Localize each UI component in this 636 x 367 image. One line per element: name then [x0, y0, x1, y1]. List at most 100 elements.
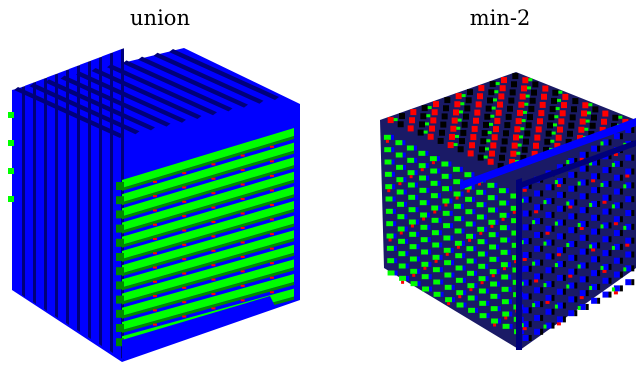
- lattice-gap-left: [416, 231, 420, 237]
- lattice-block-top: [592, 106, 599, 113]
- lattice-block-top: [489, 81, 496, 88]
- lattice-block-left: [409, 231, 417, 237]
- lattice-gap-left: [451, 272, 455, 278]
- lattice-block-left: [418, 150, 426, 156]
- lattice-block-right: [522, 224, 529, 231]
- lattice-gap-right: [619, 216, 623, 223]
- lattice-block-right: [545, 184, 552, 191]
- lattice-block-right: [579, 193, 586, 200]
- lattice-gap-right: [562, 247, 566, 254]
- lattice-stub-top: [486, 139, 491, 143]
- lattice-stub-right: [520, 240, 524, 245]
- lattice-stub-top: [585, 119, 590, 123]
- lattice-block-right: [545, 211, 552, 218]
- lattice-stub-top: [456, 126, 461, 130]
- lattice-block-left: [421, 249, 429, 255]
- lattice-block-top: [419, 121, 425, 128]
- lattice-block-left: [487, 195, 495, 201]
- lattice-dot-right: [545, 300, 550, 304]
- lattice-block-right: [556, 233, 563, 240]
- lattice-block-right: [534, 204, 541, 211]
- lattice-stub-top: [618, 115, 623, 119]
- lattice-gap-left: [473, 258, 477, 264]
- lattice-block-top: [551, 97, 557, 104]
- lattice-block-top: [410, 109, 417, 116]
- lattice-block-right: [522, 196, 529, 203]
- lattice-block-left: [501, 299, 509, 305]
- lattice-block-right: [625, 154, 632, 161]
- lattice-stub-right: [566, 160, 570, 165]
- lattice-block-top: [578, 126, 585, 133]
- lattice-block-top: [533, 142, 539, 149]
- lattice-block-top: [528, 105, 535, 112]
- lattice-gap-right: [551, 322, 555, 329]
- lattice-gap-left: [414, 170, 418, 176]
- lattice-gap-left: [494, 182, 498, 188]
- lattice-gap-right: [551, 308, 555, 315]
- lattice-gap-left: [508, 274, 512, 280]
- lattice-gap-left: [392, 196, 396, 202]
- lattice-gap-right: [585, 207, 589, 214]
- lattice-block-top: [589, 122, 596, 129]
- lattice-block-left: [387, 270, 395, 276]
- green-bar: [122, 157, 294, 217]
- lattice-gap-right: [585, 303, 589, 310]
- lattice-block-left: [511, 230, 519, 236]
- lattice-block-top: [501, 138, 508, 145]
- lattice-block-right: [534, 287, 541, 294]
- lattice-gap-left: [425, 150, 429, 156]
- lattice-dot-right: [625, 174, 630, 178]
- lattice-block-left: [397, 214, 405, 220]
- lattice-gap-left: [403, 164, 407, 170]
- lattice-block-top: [521, 146, 528, 153]
- red-dash: [152, 323, 157, 326]
- lattice-gap-right: [597, 297, 601, 304]
- lattice-block-right: [568, 227, 575, 234]
- red-dash: [182, 243, 187, 246]
- lattice-gap-right: [608, 263, 612, 270]
- lattice-block-left: [430, 193, 438, 199]
- lattice-block-right: [613, 202, 620, 209]
- lattice-gap-right: [540, 190, 544, 197]
- lattice-block-top: [407, 125, 414, 132]
- lattice-block-left: [421, 261, 429, 267]
- lattice-block-right: [613, 174, 620, 181]
- lattice-block-left: [442, 186, 450, 192]
- lattice-block-top: [588, 130, 595, 137]
- lattice-dot-right: [556, 253, 561, 257]
- lattice-block-left: [499, 200, 507, 206]
- lattice-gap-left: [402, 140, 406, 146]
- lattice-stub-right: [577, 264, 581, 269]
- red-dash: [269, 276, 274, 279]
- red-dash: [211, 235, 216, 238]
- lattice-stub-top: [487, 131, 492, 135]
- slab-gap: [66, 69, 69, 325]
- lattice-gap-left: [498, 318, 502, 324]
- lattice-block-left: [477, 239, 485, 245]
- red-dash: [240, 241, 245, 244]
- lattice-gap-left: [471, 184, 475, 190]
- lattice-block-top: [457, 146, 464, 153]
- lattice-gap-left: [413, 145, 417, 151]
- top-ridge: [76, 71, 186, 123]
- lattice-gap-right: [608, 277, 612, 284]
- lattice-stub-top: [393, 118, 398, 122]
- lattice-block-left: [407, 170, 415, 176]
- red-dash: [269, 247, 274, 250]
- lattice-gap-right: [574, 171, 578, 178]
- lattice-gap-right: [562, 233, 566, 240]
- lattice-block-left: [431, 205, 439, 211]
- green-bar-edge: [122, 223, 294, 277]
- lattice-gap-right: [574, 310, 578, 317]
- slab-gap: [99, 56, 102, 346]
- lattice-stub-right: [611, 204, 615, 209]
- lattice-block-right: [545, 225, 552, 232]
- lattice-dot-left: [493, 323, 497, 327]
- lattice-dot-left: [479, 231, 483, 235]
- lattice-block-top: [464, 105, 471, 112]
- lattice-block-left: [418, 163, 426, 169]
- lattice-block-top: [555, 134, 562, 141]
- lattice-block-top: [541, 93, 547, 100]
- lattice-gap-right: [585, 290, 589, 297]
- lattice-dot-left: [387, 189, 391, 193]
